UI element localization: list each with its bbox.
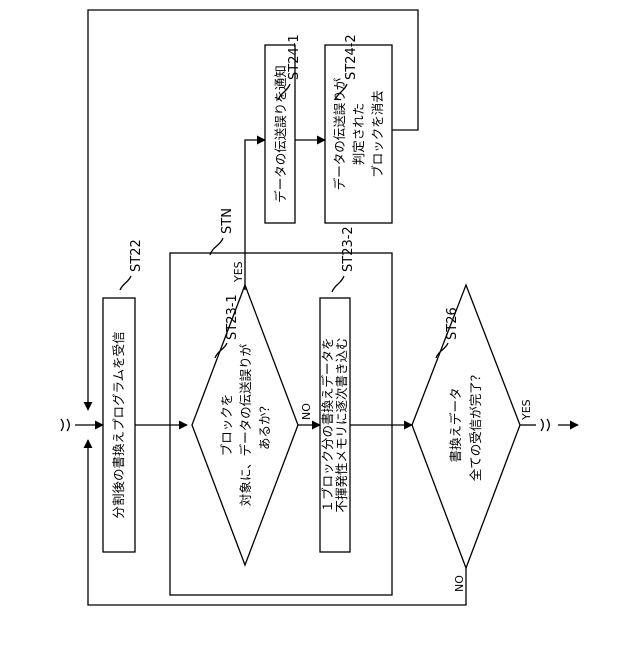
st22-id: ST22 xyxy=(129,239,144,272)
exit-break-mark xyxy=(541,419,549,431)
st24-2-id: ST24-2 xyxy=(344,34,359,80)
loop-back-top xyxy=(88,10,418,410)
st23-2-id: ST23-2 xyxy=(341,226,356,272)
st26-line-2: 全ての受信が完了？ xyxy=(468,369,483,482)
st24-2-text: データの伝送誤りが 判定された ブロックを消去 xyxy=(332,77,385,190)
st24-2-line-2: 判定された xyxy=(351,103,366,166)
st23-1-line-2: 対象に、データの伝送誤りが xyxy=(238,343,253,506)
st23-no-label: NO xyxy=(300,403,313,420)
st24-2-line-3: ブロックを消去 xyxy=(370,90,385,178)
st23-1-leader xyxy=(215,343,227,358)
st26-no-label: NO xyxy=(453,575,466,592)
st26-text: 書換えデータ 全ての受信が完了？ xyxy=(448,369,483,482)
st23-1-id: ST23-1 xyxy=(225,294,240,340)
flow-st23-yes xyxy=(245,140,265,290)
st26-leader xyxy=(436,343,448,358)
st23-1-line-3: あるか？ xyxy=(257,400,272,450)
st22-leader xyxy=(120,276,131,290)
st23-1-line-1: ブロックを xyxy=(219,394,234,457)
stn-group-box xyxy=(170,253,392,595)
loop-back-bottom xyxy=(88,440,466,605)
st26-diamond xyxy=(412,285,520,568)
st23-1-text: ブロックを 対象に、データの伝送誤りが あるか？ xyxy=(219,343,272,506)
st23-2-text: １ブロック分の書換えデータを 不揮発性メモリに逐次書き込む xyxy=(320,337,349,512)
st26-yes-label: YES xyxy=(520,399,533,421)
st22-text: 分割後の書換えプログラムを受信 xyxy=(111,331,126,518)
stn-id: STN xyxy=(220,208,235,234)
st26-id: ST26 xyxy=(445,307,460,340)
st24-2-line-1: データの伝送誤りが xyxy=(332,77,347,190)
st23-yes-label: YES xyxy=(232,261,245,283)
st24-1-id: ST24-1 xyxy=(287,34,302,80)
st23-2-line-2: 不揮発性メモリに逐次書き込む xyxy=(334,337,349,512)
st23-2-leader xyxy=(332,276,344,292)
st24-1-text: データの伝送誤りを通知 xyxy=(273,65,288,203)
st23-2-line-1: １ブロック分の書換えデータを xyxy=(320,337,335,512)
st26-line-1: 書換えデータ xyxy=(448,387,463,462)
entry-break-mark xyxy=(61,419,69,431)
